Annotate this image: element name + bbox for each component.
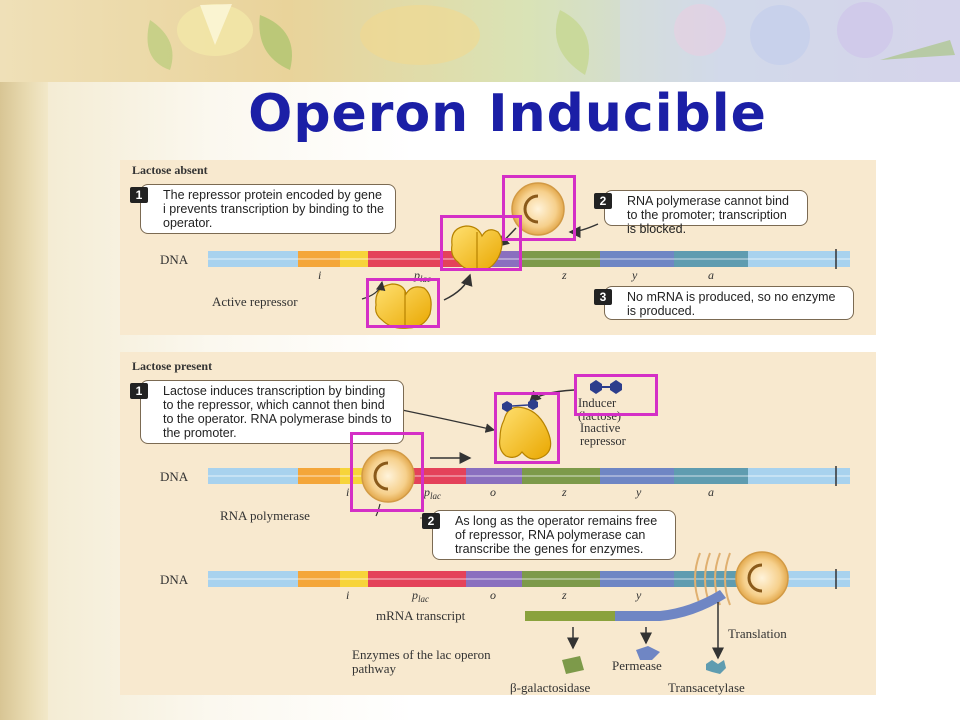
inactive-repressor-label: Inactive repressor — [580, 421, 626, 448]
highlight-box-inducer — [574, 374, 658, 416]
highlight-box-active-repressor — [366, 278, 440, 328]
gene-label-a-top: a — [708, 268, 714, 282]
highlight-box-rna-polymerase-bound — [350, 432, 424, 512]
gene-label-i-bottom: i — [346, 588, 350, 602]
step-number-1: 1 — [130, 187, 148, 203]
inducer-lactose-icon — [590, 380, 622, 394]
inactive-repressor-icon — [499, 399, 552, 460]
active-repressor-icon — [375, 283, 432, 329]
gene-label-o-middle: o — [490, 485, 496, 499]
transacetylase-icon — [706, 660, 726, 674]
flower-banner-art — [147, 0, 960, 82]
arrow-repressor-binding — [443, 273, 473, 301]
transacetylase-label: Transacetylase — [668, 680, 745, 695]
permease-icon — [636, 646, 660, 660]
enzymes-pathway-label: Enzymes of the lac operon pathway — [352, 647, 491, 676]
decorative-flower-banner — [0, 0, 960, 82]
lactose-absent-label: Lactose absent — [132, 163, 208, 177]
dna-strand-top — [208, 249, 850, 269]
arrow-callout-2 — [568, 223, 599, 238]
rna-polymerase-bound-icon — [361, 449, 415, 503]
gene-label-i-middle: i — [346, 485, 350, 499]
transcribing-polymerase-icon — [694, 551, 789, 606]
mrna-transcript-label: mRNA transcript — [376, 608, 466, 623]
gene-p-sub: lac — [418, 594, 429, 604]
gene-p-text: p — [412, 588, 418, 602]
rna-polymerase-label: RNA polymerase — [220, 508, 310, 523]
beta-galactosidase-label: β-galactosidase — [510, 680, 591, 695]
gene-label-y-middle: y — [636, 485, 642, 499]
slide-title: Operon Inducible — [248, 84, 767, 144]
callout-present-step-2: 2 As long as the operator remains free o… — [422, 510, 676, 560]
dna-strand-middle — [208, 466, 850, 486]
highlight-box-bound-repressor — [440, 215, 522, 271]
callout-absent-step-3: 3 No mRNA is produced, so no enzyme is p… — [594, 286, 854, 320]
gene-label-z-bottom: z — [562, 588, 567, 602]
gene-label-z-middle: z — [562, 485, 567, 499]
permease-label: Permease — [612, 658, 662, 673]
arrow-gene-i-product — [361, 280, 386, 300]
step-number-1: 1 — [130, 383, 148, 399]
step-number-2: 2 — [594, 193, 612, 209]
callout-text: RNA polymerase cannot bind to the promot… — [627, 194, 789, 236]
step-number-3: 3 — [594, 289, 612, 305]
lactose-present-label: Lactose present — [132, 359, 213, 373]
rna-polymerase-blocked-icon — [511, 182, 565, 236]
mrna-transcript — [525, 590, 726, 621]
arrow-callout-lactose — [401, 409, 496, 433]
active-repressor-label: Active repressor — [212, 294, 298, 309]
gene-p-sub: lac — [430, 491, 441, 501]
beta-galactosidase-icon — [562, 656, 584, 674]
callout-absent-step-2: 2 RNA polymerase cannot bind to the prom… — [594, 190, 808, 236]
gene-label-z-top: z — [562, 268, 567, 282]
highlight-box-rna-polymerase-top — [502, 175, 576, 241]
slide-left-strip — [0, 0, 48, 720]
gene-label-o-bottom: o — [490, 588, 496, 602]
dna-label-middle: DNA — [160, 469, 189, 484]
gene-label-i-top: i — [318, 268, 322, 282]
gene-label-y-bottom: y — [636, 588, 642, 602]
callout-absent-step-1: 1 The repressor protein encoded by gene … — [130, 184, 396, 234]
dna-label-top: DNA — [160, 252, 189, 267]
gene-label-a-middle: a — [708, 485, 714, 499]
step-number-2: 2 — [422, 513, 440, 529]
inducer-label: Inducer (lactose) — [578, 396, 622, 423]
gene-label-p-middle: plac — [424, 485, 441, 501]
gene-p-text: p — [424, 485, 430, 499]
callout-text: As long as the operator remains free of … — [455, 514, 658, 556]
callout-text: No mRNA is produced, so no enzyme is pro… — [627, 290, 836, 318]
repressor-bound-icon — [451, 225, 503, 271]
gene-label-y-top: y — [632, 268, 638, 282]
translation-label: Translation — [728, 626, 787, 641]
highlight-box-inactive-repressor — [494, 392, 560, 464]
gene-label-p-bottom: plac — [412, 588, 429, 604]
gene-p-text: p — [414, 268, 420, 282]
callout-text: Lactose induces transcription by binding… — [163, 384, 392, 440]
dna-label-bottom: DNA — [160, 572, 189, 587]
callout-text: The repressor protein encoded by gene i … — [163, 188, 384, 230]
